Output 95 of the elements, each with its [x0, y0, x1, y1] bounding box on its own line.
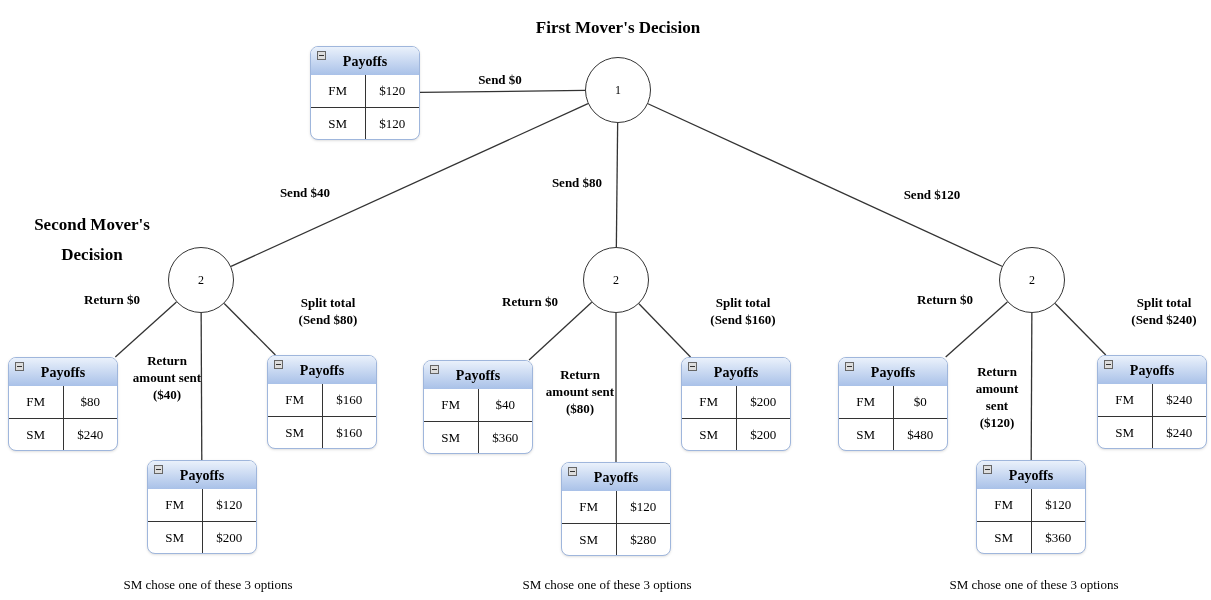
table-title: Payoffs [713, 363, 759, 382]
table-cell: $120 [364, 75, 419, 107]
table-cell: $280 [615, 523, 670, 555]
table-cell-text: SM [327, 114, 349, 133]
table-cell: $120 [615, 491, 670, 523]
table-cell: $0 [892, 386, 947, 418]
payoff-table [8, 357, 118, 451]
edge-label: Send $40 [278, 184, 332, 202]
table-cell-text: FM [25, 393, 47, 411]
table-title: Payoffs [299, 361, 345, 380]
table-cell-text: FM [164, 496, 186, 514]
table-cell-text: SM [1114, 423, 1136, 442]
table-title: Payoffs [455, 366, 501, 385]
edge-label: Return amount sent ($120) [974, 364, 1020, 432]
payoff-table [147, 460, 257, 554]
decision-heading: First Mover's Decision [534, 17, 702, 39]
tree-branch-line [419, 89, 586, 93]
tree-branch-line [615, 312, 617, 463]
table-cell: $480 [892, 418, 947, 450]
table-cell: $240 [1151, 384, 1206, 416]
table-cell-text: FM [993, 496, 1015, 514]
tree-branch-line [223, 302, 277, 356]
table-cell-text: SM [440, 428, 462, 447]
table-cell: $120 [1030, 489, 1085, 521]
note-text: SM chose one of these 3 options [521, 576, 693, 595]
table-title: Payoffs [870, 363, 916, 382]
tree-branch-line [114, 301, 178, 358]
edge-label: Return $0 [83, 291, 141, 309]
table-cell-text: SM [993, 528, 1015, 547]
table-title: Payoffs [40, 363, 86, 382]
payoff-table [1097, 355, 1207, 449]
table-title: Payoffs [593, 468, 639, 487]
table-cell: $80 [62, 386, 117, 418]
table-cell-text: SM [698, 425, 720, 444]
edge-label: Send $80 [550, 174, 604, 192]
table-title: Payoffs [1008, 466, 1054, 485]
tree-branch-line [638, 303, 692, 358]
table-cell-text: FM [284, 391, 306, 409]
table-cell-text: FM [855, 393, 877, 411]
tree-branch-line [615, 122, 619, 248]
table-cell: $200 [201, 521, 256, 553]
table-cell-text: FM [1114, 391, 1136, 409]
table-cell-text: SM [284, 423, 306, 442]
tree-branch-line [945, 301, 1008, 358]
decision-heading: Second Mover's Decision [33, 214, 151, 266]
payoff-table [423, 360, 533, 454]
table-title: Payoffs [342, 52, 388, 71]
table-cell: $240 [62, 418, 117, 450]
edge-label: Return amount sent ($80) [544, 366, 616, 418]
tree-branch-line [200, 312, 203, 461]
table-cell: $160 [321, 416, 376, 448]
table-cell-text: SM [578, 530, 600, 549]
edge-label: Split total (Send $160) [709, 295, 777, 329]
edge-label: Return amount sent ($40) [131, 352, 203, 404]
edge-label: Send $120 [902, 186, 962, 204]
tree-branch-line [1054, 302, 1107, 356]
table-cell: $120 [201, 489, 256, 521]
node-number: 1 [615, 82, 621, 99]
edge-label: Split total (Send $240) [1130, 295, 1198, 329]
payoff-table [838, 357, 948, 451]
edge-label: Return $0 [501, 293, 559, 311]
table-cell: $200 [735, 386, 790, 418]
payoff-table [310, 46, 420, 140]
table-cell-text: SM [855, 425, 877, 444]
table-cell: $40 [477, 389, 532, 421]
node-number: 2 [198, 272, 204, 289]
edge-label: Send $0 [477, 71, 523, 89]
note-text: SM chose one of these 3 options [122, 576, 294, 595]
table-cell: $360 [477, 421, 532, 453]
table-cell: $160 [321, 384, 376, 416]
tree-branch-line [230, 103, 589, 267]
table-cell: $360 [1030, 521, 1085, 553]
note-text: SM chose one of these 3 options [948, 576, 1120, 595]
tree-branch-line [647, 103, 1003, 267]
node-number: 2 [613, 272, 619, 289]
table-title: Payoffs [1129, 361, 1175, 380]
payoff-table [976, 460, 1086, 554]
table-title: Payoffs [179, 466, 225, 485]
table-cell: $200 [735, 418, 790, 450]
table-cell-text: FM [578, 498, 600, 516]
table-cell: $120 [364, 107, 419, 139]
edge-label: Split total (Send $80) [297, 295, 359, 329]
tree-branch-line [528, 301, 593, 361]
table-cell-text: FM [698, 393, 720, 411]
table-cell: $240 [1151, 416, 1206, 448]
table-cell-text: FM [327, 82, 349, 100]
payoff-table [267, 355, 377, 449]
payoff-table [681, 357, 791, 451]
table-cell-text: FM [440, 396, 462, 414]
node-number: 2 [1029, 272, 1035, 289]
table-cell-text: SM [25, 425, 47, 444]
tree-branch-line [1030, 312, 1033, 461]
payoff-table [561, 462, 671, 556]
table-cell-text: SM [164, 528, 186, 547]
edge-label: Return $0 [916, 291, 974, 309]
